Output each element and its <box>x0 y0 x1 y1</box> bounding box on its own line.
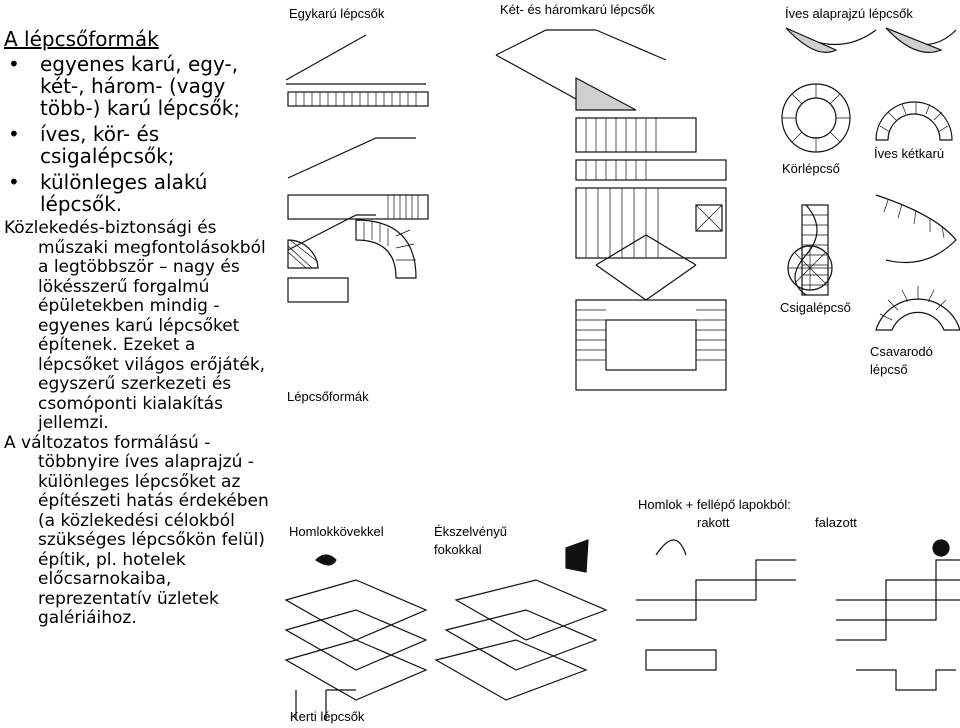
garden-stair-drawings <box>284 539 960 720</box>
slide-heading: A lépcsőformák <box>4 27 159 51</box>
list-item: •különleges alakú lépcsők. <box>8 170 208 216</box>
caption-kerti: Kerti lépcsők <box>290 709 365 724</box>
paragraph-safety: Közlekedés-biztonsági és műszaki megfont… <box>4 218 266 433</box>
caption-korlepcso: Körlépcső <box>782 161 840 176</box>
stair-forms-list: •egyenes karú, egy-, két-, három- (vagy … <box>4 53 274 215</box>
caption-csigalepcso: Csigalépcső <box>780 300 851 315</box>
stair-drawings <box>284 27 960 720</box>
caption-homlokkovekkel: Homlokkövekkel <box>289 524 384 539</box>
multi-flight-drawings <box>495 29 727 391</box>
caption-rakott: rakott <box>697 515 730 530</box>
caption-csavarodo-2: lépcső <box>870 362 908 377</box>
caption-homlok-title: Homlok + fellépő lapokból: <box>638 497 791 512</box>
curved-stair-drawings <box>781 27 960 331</box>
caption-csavarodo-1: Csavarodó <box>870 344 933 359</box>
list-item: •egyenes karú, egy-, két-, három- (vagy … <box>8 52 241 120</box>
text-column: A lépcsőformák •egyenes karú, egy-, két-… <box>4 28 274 629</box>
bullet-icon: • <box>8 170 20 194</box>
caption-ket-harom: Két- és háromkarú lépcsők <box>500 2 655 17</box>
caption-ives-alap: Íves alaprajzú lépcsők <box>785 6 913 21</box>
paragraph-special: A változatos formálású - többnyire íves … <box>4 432 269 628</box>
single-flight-drawings <box>285 34 429 303</box>
caption-lepcsoformak: Lépcsőformák <box>287 389 369 404</box>
bullet-icon: • <box>8 122 20 146</box>
caption-ekszelvenyu-2: fokokkal <box>434 542 482 557</box>
bullet-icon: • <box>8 52 20 76</box>
caption-ives-ketkaru: Íves kétkarú <box>874 146 945 161</box>
list-item: •íves, kör- és csigalépcsők; <box>8 122 175 168</box>
caption-falazott: falazott <box>815 515 857 530</box>
caption-egykaru: Egykarú lépcsők <box>289 6 385 21</box>
caption-ekszelvenyu-1: Ékszelvényű <box>434 524 507 539</box>
